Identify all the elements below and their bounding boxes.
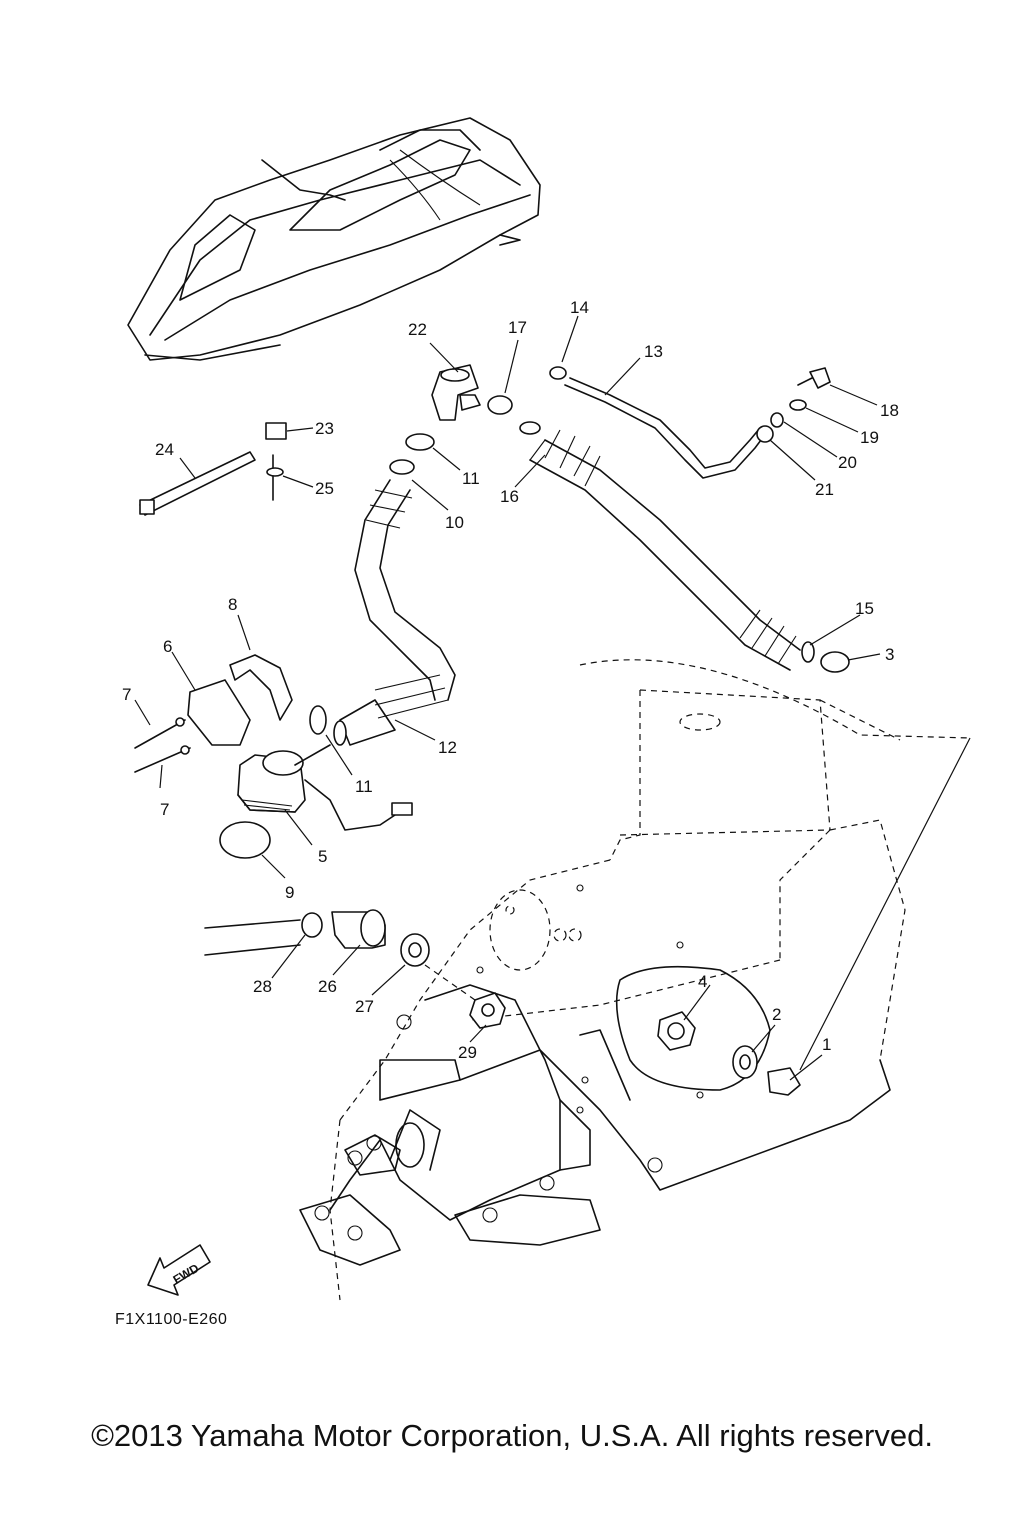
callout-11a: 11	[462, 469, 480, 488]
callout-numbers: 1 2 3 4 5 6 7 7 8 9 10 11 11 12 13 14 15…	[122, 298, 899, 1062]
callout-27: 27	[355, 997, 374, 1016]
callout-25: 25	[315, 479, 334, 498]
part-13-pipe	[564, 377, 765, 479]
callout-5: 5	[318, 847, 327, 866]
callout-4: 4	[698, 972, 707, 991]
drawing-code: F1X1100-E260	[115, 1311, 227, 1328]
callout-12: 12	[438, 738, 457, 757]
callout-29: 29	[458, 1043, 477, 1062]
part-22-elbow	[431, 364, 481, 421]
callout-21: 21	[815, 480, 834, 499]
callout-10: 10	[445, 513, 464, 532]
callout-9: 9	[285, 883, 294, 902]
callout-7b: 7	[160, 800, 169, 819]
callout-26: 26	[318, 977, 337, 996]
part-10-12-hose	[333, 459, 456, 746]
callout-13: 13	[644, 342, 663, 361]
hull-compartment	[329, 659, 971, 1301]
watercraft-thumbnail	[127, 117, 541, 361]
part-18-20-fittings	[770, 367, 831, 428]
callout-17: 17	[508, 318, 527, 337]
callout-6: 6	[163, 637, 172, 656]
part-23-25-ties	[139, 422, 287, 516]
copyright-notice: ©2013 Yamaha Motor Corporation, U.S.A. A…	[91, 1418, 933, 1453]
callout-20: 20	[838, 453, 857, 472]
callout-8: 8	[228, 595, 237, 614]
part-26-29-fittings	[204, 909, 506, 1029]
callout-22: 22	[408, 320, 427, 339]
hose-clamps	[309, 366, 850, 735]
part-9-cap	[219, 821, 271, 859]
part-15-16-hose	[519, 421, 815, 671]
fwd-arrow: FWD	[147, 1244, 211, 1296]
callout-18: 18	[880, 401, 899, 420]
leader-lines	[134, 315, 971, 1081]
callout-1: 1	[822, 1035, 831, 1054]
callout-16: 16	[500, 487, 519, 506]
callout-19: 19	[860, 428, 879, 447]
part-1-2-4-fittings	[657, 1011, 801, 1096]
part-5-pump	[237, 744, 413, 831]
callout-23: 23	[315, 419, 334, 438]
callout-28: 28	[253, 977, 272, 996]
callout-24: 24	[155, 440, 174, 459]
part-6-8-bracket	[134, 654, 293, 773]
hull-bracket	[299, 884, 891, 1266]
callout-14: 14	[570, 298, 589, 317]
callout-15: 15	[855, 599, 874, 618]
callout-3: 3	[885, 645, 894, 664]
callout-11b: 11	[355, 777, 373, 796]
callout-2: 2	[772, 1005, 781, 1024]
callout-7a: 7	[122, 685, 131, 704]
